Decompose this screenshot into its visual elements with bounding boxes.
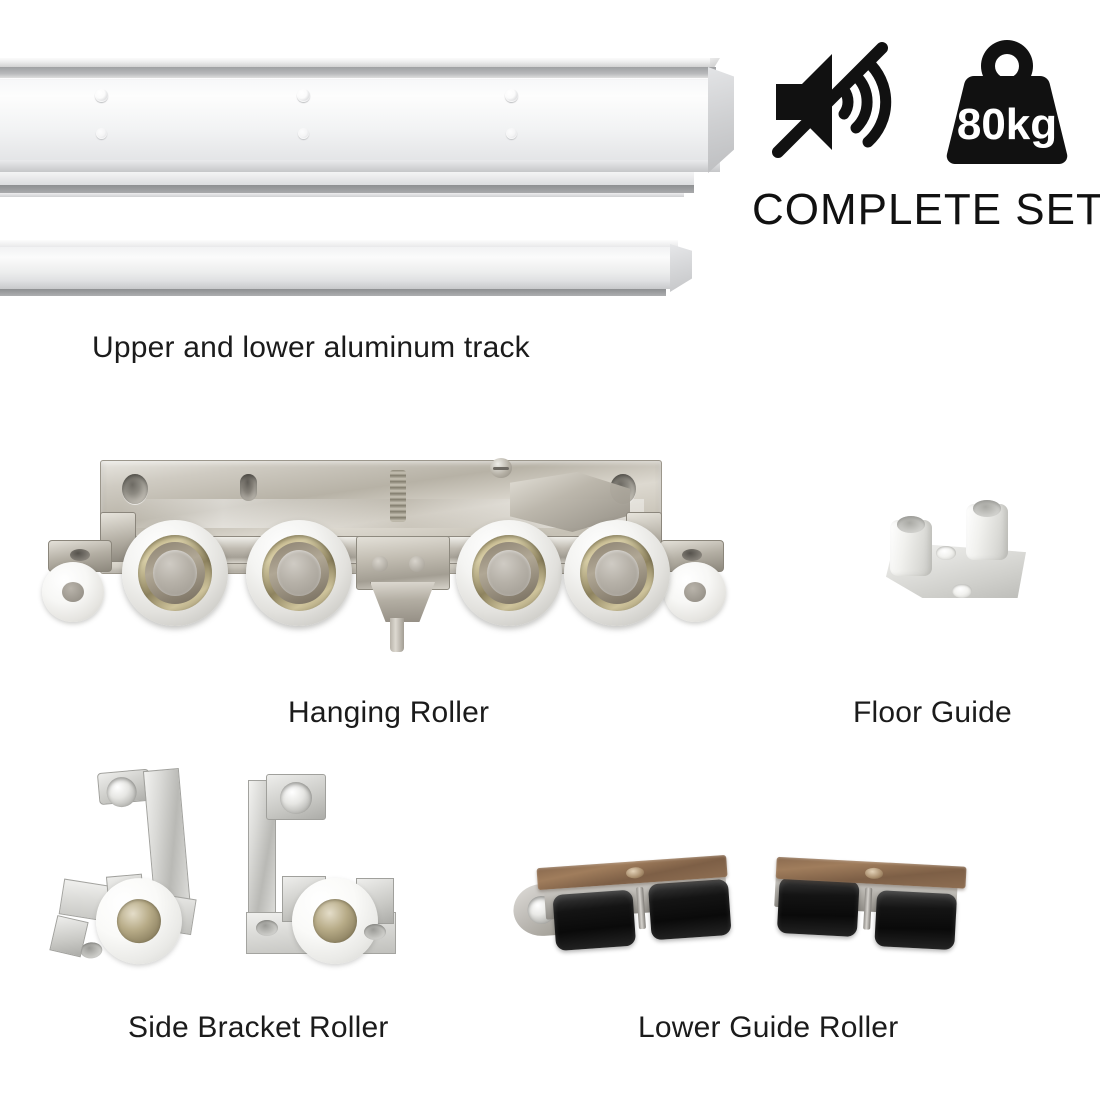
floor-guide-post [966,500,1008,560]
guide-rubber-wheel [874,890,958,951]
label-hanging-roller: Hanging Roller [288,696,490,729]
plate-hole [122,474,148,504]
lower-track-top [0,240,678,247]
bearing-wheel [456,520,562,626]
side-guide-wheel [664,562,726,622]
hanging-roller-assembly [38,452,738,667]
label-lower-guide-roller: Lower Guide Roller [638,1011,899,1044]
bearing-wheel [122,520,228,626]
latch-hook [370,582,435,622]
bracket-screw-hole [256,920,278,936]
plate-slot [240,474,257,501]
side-bracket-roller-right [238,768,418,996]
weight-value-text: 80kg [957,100,1057,149]
lower-track-end-cap [670,244,692,292]
track-bottom-edge [0,193,684,197]
mounting-hole [506,128,517,139]
label-side-bracket-roller: Side Bracket Roller [128,1011,389,1044]
aluminum-track-group [0,58,754,308]
lower-guide-roller-right [757,842,993,984]
track-face [0,78,718,161]
lower-track-face [0,247,680,281]
mounting-hole [505,89,518,102]
floor-guide-screw-hole [936,546,956,560]
silent-mute-icon [772,42,892,158]
lower-aluminum-track [0,240,692,302]
guide-axle [863,887,873,930]
lower-track-bevel [0,281,672,289]
lower-guide-roller-left [508,842,747,988]
guide-rubber-wheel [552,889,637,952]
floor-guide-part [880,498,1040,608]
lower-track-shadow [0,289,666,296]
latch-pin [390,618,404,652]
centre-latch-block [356,536,450,590]
label-aluminum-track: Upper and lower aluminum track [92,331,530,364]
mounting-hole [96,128,107,139]
side-bracket-roller-left [38,755,237,998]
latch-spring [390,470,406,522]
track-under-shadow [0,185,694,193]
track-end-cap [708,67,734,173]
bracket-nylon-roller [292,878,378,964]
side-bracket-roller-group [48,762,418,990]
bracket-top-hole [280,782,312,814]
mounting-hole [298,128,309,139]
guide-rubber-wheel [776,876,860,938]
weight-capacity-icon: 80kg [946,40,1068,164]
feature-badges: 80kg [756,34,1086,164]
guide-rubber-wheel [647,878,732,941]
upper-aluminum-track [0,58,734,208]
side-guide-wheel [42,562,104,622]
adjustment-screw [490,458,512,478]
lower-guide-roller-group [511,846,992,976]
mounting-hole [95,89,108,102]
track-shadow-band [0,67,716,78]
bracket-screw-hole [364,924,386,940]
mounting-hole [297,89,310,102]
bearing-wheel [246,520,352,626]
complete-set-headline: COMPLETE SET [752,185,1100,234]
track-bevel [0,160,720,172]
track-underside [0,172,694,185]
label-floor-guide: Floor Guide [853,696,1012,729]
bearing-wheel [564,520,670,626]
track-top-lip [0,58,712,67]
floor-guide-post [890,516,932,576]
floor-guide-screw-hole [952,584,972,598]
